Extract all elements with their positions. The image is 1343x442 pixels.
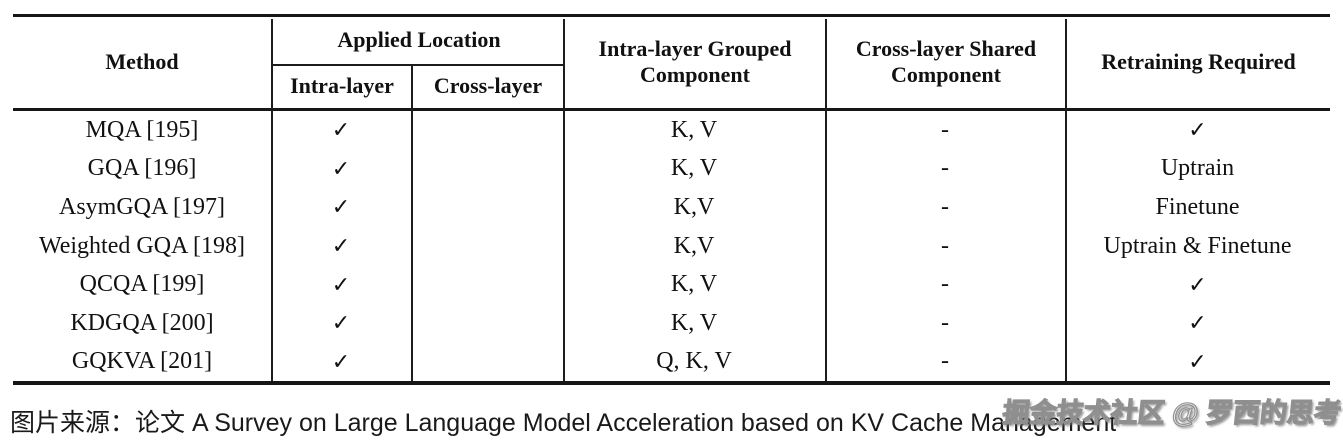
retraining-cell: ✓ (1188, 310, 1207, 336)
cross-layer-cell (411, 111, 563, 150)
shared-component-cell: - (941, 232, 949, 259)
column-divider-method (271, 19, 273, 381)
intra-layer-checkmark: ✓ (331, 310, 351, 336)
table-row: MQA [195] ✓ K, V - ✓ (13, 111, 1330, 150)
table-row: Weighted GQA [198] ✓ K,V - Uptrain & Fin… (13, 227, 1330, 266)
grouped-component-cell: K,V (673, 193, 715, 220)
header-cross-layer-shared-component: Cross-layer Shared Component (855, 35, 1037, 87)
table-row: GQA [196] ✓ K, V - Uptrain (13, 150, 1330, 189)
retraining-cell: Uptrain & Finetune (1103, 232, 1292, 259)
retraining-cell: Finetune (1155, 193, 1240, 220)
method-cell: AsymGQA [197] (59, 193, 225, 220)
grouped-component-cell: K,V (673, 232, 715, 259)
column-divider-grouped (825, 19, 827, 381)
table-row: AsymGQA [197] ✓ K,V - Finetune (13, 188, 1330, 227)
grouped-component-cell: K, V (670, 155, 718, 182)
header-applied-location: Applied Location (337, 27, 501, 53)
table-rule-header-bottom (13, 108, 1330, 111)
cross-layer-cell (411, 342, 563, 381)
shared-component-cell: - (941, 309, 949, 336)
column-divider-intra-cross (411, 66, 413, 381)
method-cell: Weighted GQA [198] (38, 232, 246, 259)
method-cell: GQKVA [201] (71, 348, 213, 375)
retraining-cell: ✓ (1188, 271, 1207, 297)
cross-layer-cell (411, 150, 563, 189)
table-row: GQKVA [201] ✓ Q, K, V - ✓ (13, 342, 1330, 381)
header-cross-layer: Cross-layer (433, 73, 543, 99)
method-cell: QCQA [199] (79, 271, 205, 298)
grouped-component-cell: K, V (670, 271, 718, 298)
cross-layer-cell (411, 265, 563, 304)
grouped-component-cell: K, V (670, 116, 718, 143)
header-intra-layer: Intra-layer (290, 73, 394, 99)
table-row: KDGQA [200] ✓ K, V - ✓ (13, 304, 1330, 343)
intra-layer-checkmark: ✓ (331, 155, 351, 181)
grouped-component-cell: Q, K, V (656, 348, 732, 375)
shared-component-cell: - (941, 271, 949, 298)
applied-location-underline (273, 64, 565, 66)
image-source-caption: 图片来源：论文 A Survey on Large Language Model… (10, 409, 1117, 437)
table-rule-bottom (13, 381, 1330, 385)
method-cell: MQA [195] (85, 116, 199, 143)
table-rule-top (13, 14, 1330, 17)
cross-layer-cell (411, 304, 563, 343)
intra-layer-checkmark: ✓ (331, 348, 351, 374)
shared-component-cell: - (941, 348, 949, 375)
shared-component-cell: - (941, 193, 949, 220)
header-intra-layer-grouped-component: Intra-layer Grouped Component (598, 35, 792, 87)
intra-layer-checkmark: ✓ (331, 233, 351, 259)
retraining-cell: Uptrain (1160, 155, 1235, 182)
method-cell: KDGQA [200] (70, 309, 214, 336)
method-cell: GQA [196] (87, 155, 197, 182)
intra-layer-checkmark: ✓ (331, 194, 351, 220)
header-method: Method (105, 48, 179, 74)
header-retraining-required: Retraining Required (1101, 48, 1296, 74)
table-row: QCQA [199] ✓ K, V - ✓ (13, 265, 1330, 304)
column-divider-applied (563, 19, 565, 381)
shared-component-cell: - (941, 155, 949, 182)
grouped-component-cell: K, V (670, 309, 718, 336)
cross-layer-cell (411, 188, 563, 227)
watermark: 掘金技术社区 @ 罗西的思考 (1000, 397, 1343, 428)
retraining-cell: ✓ (1188, 117, 1207, 143)
shared-component-cell: - (941, 116, 949, 143)
retraining-cell: ✓ (1188, 348, 1207, 374)
table-body: MQA [195] ✓ K, V - ✓ GQA [196] ✓ K, V - … (13, 111, 1330, 381)
intra-layer-checkmark: ✓ (331, 271, 351, 297)
column-divider-shared (1065, 19, 1067, 381)
cross-layer-cell (411, 227, 563, 266)
intra-layer-checkmark: ✓ (331, 117, 351, 143)
